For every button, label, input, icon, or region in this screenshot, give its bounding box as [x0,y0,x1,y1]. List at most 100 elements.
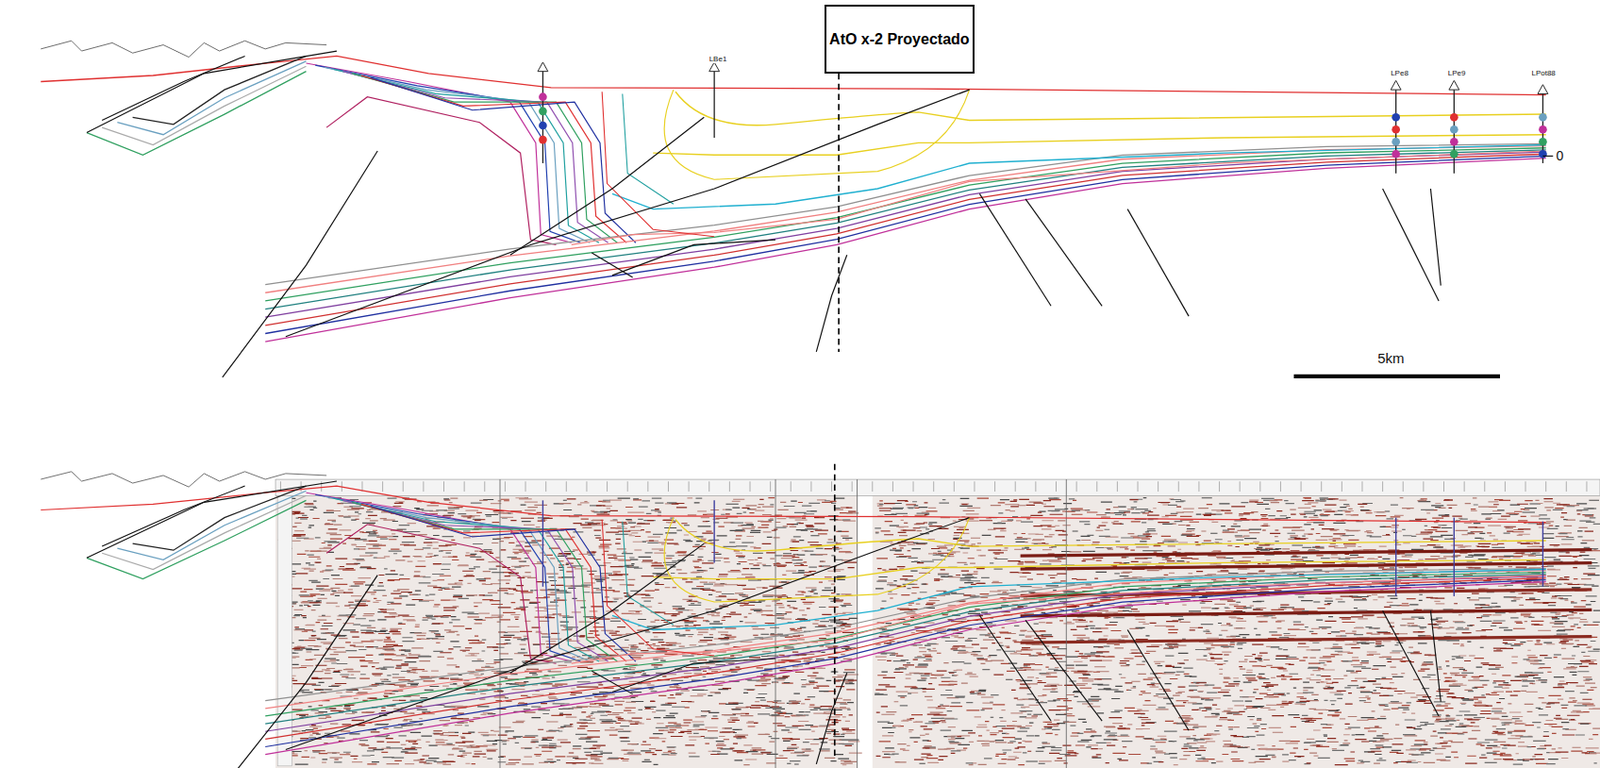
horizon [601,91,715,237]
well-track [1542,521,1544,587]
fault [1430,188,1441,286]
horizon [326,524,556,664]
seismic-trace [279,498,1600,766]
well-label: LPot88 [1530,69,1556,78]
fault [101,55,245,120]
fault [86,50,337,133]
well-track [1395,517,1397,597]
well-marker [538,121,548,131]
fault [1383,188,1439,301]
depth-label: 0 [1555,149,1564,163]
horizon [265,155,1546,334]
fault [285,517,970,750]
horizon [351,501,617,662]
horizon [265,143,1546,284]
horizon [265,574,1546,725]
trace-header [275,479,1600,496]
horizon [622,521,674,626]
well-track [1453,517,1455,597]
fault [1127,209,1189,317]
well-marker [538,135,548,145]
horizon [324,66,590,243]
well-marker [538,92,548,101]
horizon [265,567,1546,700]
fault [510,116,705,255]
well-label: LBe1 [708,55,729,64]
panel-divider [1066,479,1067,768]
well-marker [1391,125,1400,134]
well-marker [1391,113,1400,122]
horizon [265,158,1546,343]
horizon [622,93,674,204]
fault [979,193,1051,306]
well-marker [1391,137,1400,147]
fault [101,485,245,547]
seismic-reflector [1020,636,1593,643]
fault [1025,619,1102,721]
well-marker [1450,137,1459,147]
fault [285,89,970,337]
topography [40,55,1546,95]
projected-well [833,464,836,760]
topography [40,485,1546,523]
well-label: LPe9 [1447,69,1467,78]
horizon [265,146,1546,294]
projected-well [837,73,840,352]
horizon [265,572,1546,717]
trace-ticks [280,481,1586,492]
fault [222,575,378,768]
seismic-trace [277,499,1598,766]
well-track [713,71,715,138]
horizon [675,91,1547,125]
seismic-trace [278,498,1600,766]
well-label: LPe8 [1389,69,1410,78]
well-marker [538,107,548,117]
horizon [370,77,636,243]
horizon [305,492,571,662]
horizon [265,576,1546,733]
horizon [265,148,1546,301]
well-marker [1538,113,1548,122]
seismic-reflector [1020,550,1593,556]
well-marker [1450,113,1459,122]
horizon [664,89,969,180]
fault [86,481,337,558]
panel-divider [500,479,501,768]
horizon [265,580,1546,748]
scale-label: 5km [1377,350,1404,366]
horizon [86,71,307,156]
horizon [265,151,1546,317]
fault [1383,610,1439,717]
well-symbol [1537,84,1549,95]
interpreted-section [40,40,1546,378]
horizon [361,503,627,662]
well-marker [1538,125,1548,134]
horizon [305,63,571,243]
horizon [86,500,307,579]
horizon [324,496,590,662]
horizon [664,517,969,602]
fault [1127,630,1189,732]
terrain [40,471,327,487]
well-name: AtO x-2 Proyectado [829,30,969,49]
well-symbol [1390,80,1401,90]
seismic-trace [279,498,1600,765]
fault [1430,610,1441,702]
horizon [333,69,600,244]
horizon [361,75,627,243]
fault [1025,199,1102,307]
horizon [675,519,1547,551]
horizon [265,150,1546,310]
well-marker [1450,150,1459,159]
time-axis [277,495,292,766]
interpreted-seismic-overlay [40,471,1546,768]
horizon [265,153,1546,326]
fault [510,543,705,673]
well-marker [1450,125,1459,134]
seismic-reflector [1020,609,1593,616]
well-symbol [1449,80,1460,90]
horizon [370,505,636,662]
horizon [652,134,1546,156]
